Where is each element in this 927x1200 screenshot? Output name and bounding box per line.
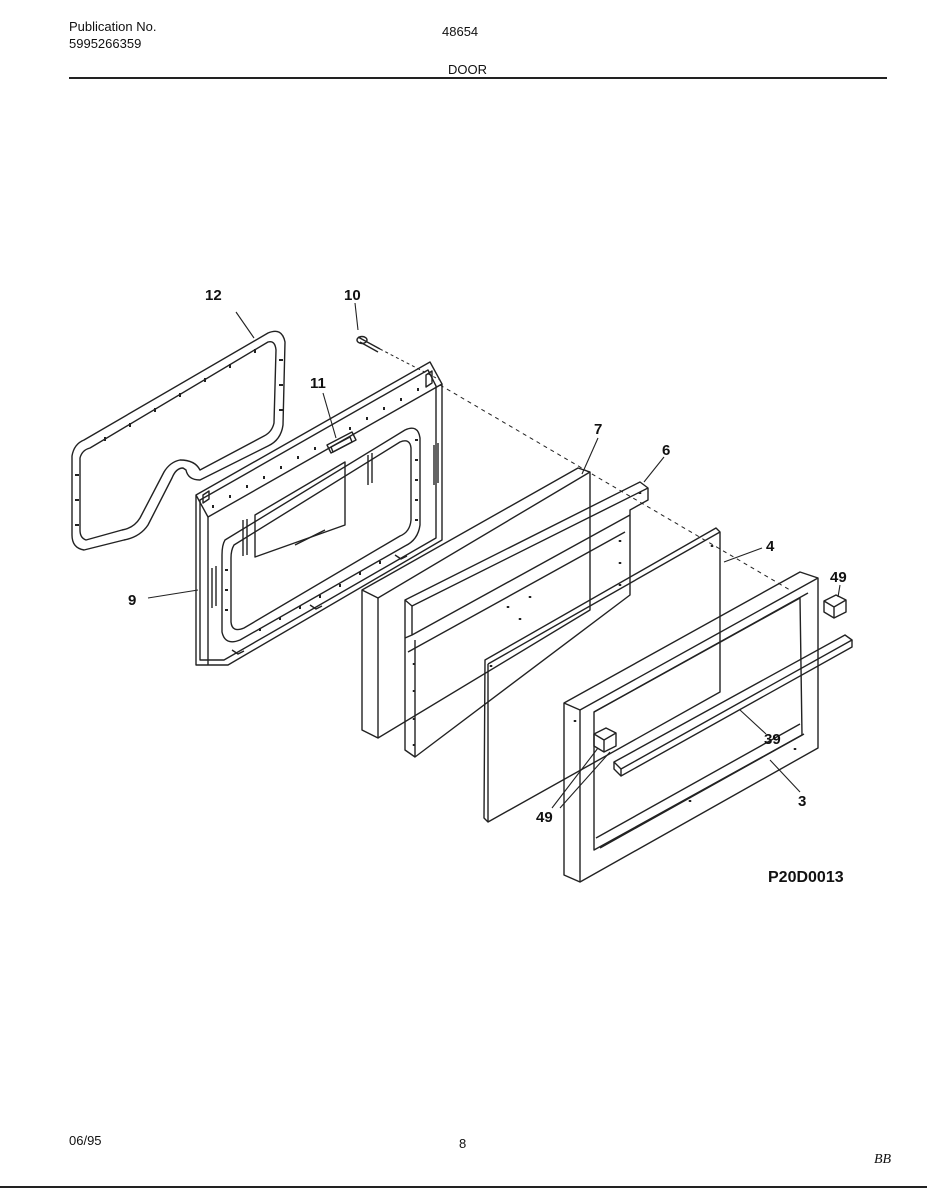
door-handle-part: [613, 634, 853, 777]
callout-6: 6: [662, 442, 670, 459]
callout-4: 4: [766, 538, 775, 555]
latch-bracket-part: [326, 431, 357, 454]
footer-initials: BB: [874, 1152, 892, 1167]
callout-39: 39: [764, 731, 781, 748]
publication-label: Publication No.: [69, 19, 157, 34]
door-panel-part: [404, 481, 649, 758]
handle-end-cap-right-part: [823, 594, 847, 619]
glass-panel-part: [483, 527, 721, 823]
callout-9: 9: [128, 592, 136, 609]
footer-rule: [0, 1186, 927, 1188]
page-number: 8: [459, 1136, 467, 1151]
callout-7: 7: [594, 421, 602, 438]
section-title: DOOR: [448, 62, 487, 77]
inner-door-liner-part: [195, 361, 443, 666]
drawing-code: P20D0013: [768, 869, 844, 886]
callout-3: 3: [798, 793, 806, 810]
header-rule: [69, 77, 887, 79]
model-number: 48654: [442, 24, 479, 39]
publication-number: 5995266359: [69, 36, 142, 51]
footer-date: 06/95: [69, 1133, 102, 1148]
callout-49-left: 49: [536, 809, 553, 826]
handle-end-cap-left-part: [593, 727, 617, 753]
door-gasket-part: [71, 330, 286, 551]
callout-10: 10: [344, 287, 361, 304]
insulation-part: [361, 467, 591, 739]
outer-door-frame-part: [563, 571, 819, 883]
callout-12: 12: [205, 287, 222, 304]
callout-49-right: 49: [830, 569, 847, 586]
callout-11: 11: [310, 375, 326, 392]
